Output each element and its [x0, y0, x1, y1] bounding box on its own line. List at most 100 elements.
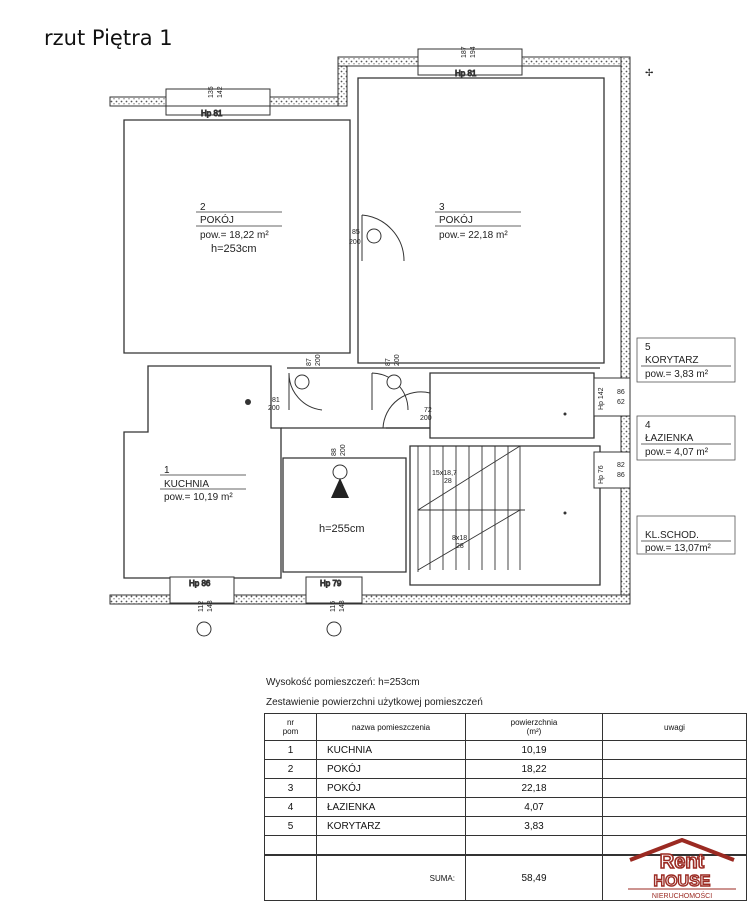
row-number: 2	[264, 759, 317, 779]
window-room2: Hp 81	[165, 88, 271, 119]
row-notes	[602, 740, 747, 760]
windows: Hp 81 Hp 81 Hp 86 Hp 79	[165, 48, 631, 604]
row-number: 1	[264, 740, 317, 760]
stair-dim: 8x18	[452, 535, 467, 542]
window-dim: 143	[207, 600, 214, 612]
room-name: KL.SCHOD.	[645, 530, 699, 541]
window-dim: 194	[470, 46, 477, 58]
row-notes	[602, 816, 747, 836]
sum-row: SUMA: 58,49	[264, 854, 747, 901]
window-dim: 86	[617, 389, 625, 396]
door-dim: 72	[424, 407, 432, 414]
door-dim: 87	[385, 358, 392, 366]
axis-markers	[196, 228, 402, 637]
room-name: KORYTARZ	[645, 355, 699, 366]
door-dim: 87	[306, 358, 313, 366]
room-area: pow.= 10,19 m²	[164, 492, 233, 503]
window-label: Hp 81	[455, 69, 477, 78]
window-dim: 116	[330, 601, 337, 612]
window-label: Hp 81	[201, 109, 223, 118]
window-dim: 62	[617, 399, 625, 406]
room-number: 1	[164, 465, 170, 476]
col-area: powierzchnia(m²)	[465, 713, 603, 741]
row-area: 22,18	[465, 778, 603, 798]
svg-text:✢: ✢	[645, 68, 653, 79]
window-label: Hp 76	[598, 465, 605, 484]
door-dim: 85	[352, 229, 360, 236]
row-room-name: POKÓJ	[316, 759, 466, 779]
window-hall: Hp 79	[305, 576, 363, 604]
stair-dim: 15x18,7	[432, 470, 457, 477]
door-dim: 200	[349, 239, 361, 246]
row-area: 18,22	[465, 759, 603, 779]
stairs	[417, 445, 525, 572]
door-dim: 200	[340, 444, 347, 456]
outer-walls	[109, 56, 631, 605]
row-number: 4	[264, 797, 317, 817]
row-notes	[602, 759, 747, 779]
room-number: 2	[200, 202, 206, 213]
room-height: h=253cm	[211, 243, 257, 255]
room-number: 5	[645, 342, 651, 353]
room-area: pow.= 18,22 m²	[200, 230, 269, 241]
window-dim: 135	[208, 86, 215, 98]
row-room-name: KUCHNIA	[316, 740, 466, 760]
interior-walls	[123, 77, 605, 586]
row-room-name: KORYTARZ	[316, 816, 466, 836]
floor-title: rzut Piętra 1	[44, 26, 173, 50]
room-name: POKÓJ	[200, 213, 234, 226]
door-dim: 200	[268, 405, 280, 412]
room-number: 3	[439, 202, 445, 213]
col-name: nazwa pomieszczenia	[316, 713, 466, 741]
room-area: pow.= 13,07m²	[645, 543, 712, 554]
row-number: 3	[264, 778, 317, 798]
row-number: 5	[264, 816, 317, 836]
window-label: Hp 86	[189, 579, 211, 588]
window-kitchen: Hp 86	[169, 576, 235, 604]
door-dim: 81	[272, 397, 280, 404]
room-name: ŁAZIENKA	[645, 433, 694, 444]
row-area: 4,07	[465, 797, 603, 817]
sum-label: SUMA:	[316, 854, 466, 901]
door-swings	[288, 214, 431, 459]
door-dim: 200	[315, 354, 322, 366]
room-name: POKÓJ	[439, 213, 473, 226]
stair-dim: 28	[456, 543, 464, 550]
window-corridor	[593, 377, 631, 417]
door-dim: 200	[420, 415, 432, 422]
room-name: KUCHNIA	[164, 479, 209, 490]
room-number: 4	[645, 420, 651, 431]
window-room3: Hp 81	[417, 48, 523, 79]
room-area: pow.= 3,83 m²	[645, 369, 709, 380]
row-room-name: ŁAZIENKA	[316, 797, 466, 817]
row-room-name: POKÓJ	[316, 778, 466, 798]
room-labels: 2 POKÓJ pow.= 18,22 m² h=253cm 3 POKÓJ p…	[160, 202, 736, 555]
room-height: h=255cm	[319, 523, 365, 535]
sum-value: 58,49	[465, 854, 603, 901]
window-label: Hp 142	[598, 387, 605, 410]
logo-rent: Rent	[660, 851, 705, 873]
stair-dim: 28	[444, 478, 452, 485]
floor-plan: Hp 81 Hp 81 Hp 86 Hp 79 ✢	[109, 46, 736, 637]
window-dim: 142	[217, 86, 224, 98]
height-note: Wysokość pomieszczeń: h=253cm	[266, 677, 420, 688]
window-dim: 86	[617, 472, 625, 479]
room-area: pow.= 4,07 m²	[645, 447, 709, 458]
window-label: Hp 79	[320, 579, 342, 588]
room-area: pow.= 22,18 m²	[439, 230, 508, 241]
row-area: 3,83	[465, 816, 603, 836]
row-notes	[602, 797, 747, 817]
col-notes: uwagi	[602, 713, 747, 741]
window-dim: 82	[617, 462, 625, 469]
logo-tagline: NIERUCHOMOŚCI	[652, 891, 712, 900]
table-title: Zestawienie powierzchni użytkowej pomies…	[266, 697, 483, 708]
logo-house: HOUSE	[654, 873, 711, 890]
window-dim: 187	[461, 46, 468, 58]
